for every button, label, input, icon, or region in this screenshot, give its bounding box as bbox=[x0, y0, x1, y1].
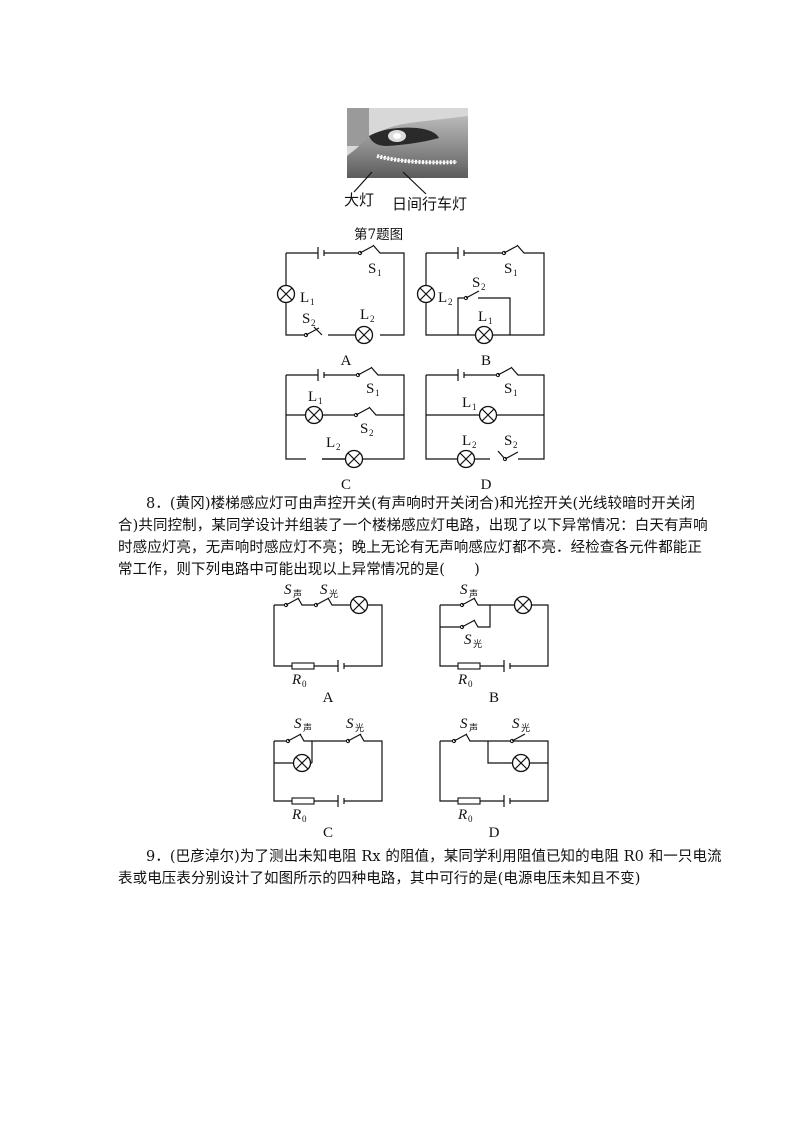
svg-text:R: R bbox=[457, 807, 467, 823]
svg-text:L: L bbox=[360, 307, 369, 323]
q8-line-2: 合)共同控制，某同学设计并组装了一个楼梯感应灯电路，出现了以下异常情况：白天有声… bbox=[118, 518, 708, 534]
svg-text:S: S bbox=[504, 261, 512, 277]
svg-text:S: S bbox=[294, 716, 302, 732]
svg-text:S: S bbox=[320, 582, 328, 598]
q8-label-c: C bbox=[323, 825, 333, 841]
svg-text:S: S bbox=[368, 261, 376, 277]
photo-pointer-lines bbox=[353, 171, 427, 195]
svg-text:R: R bbox=[457, 672, 467, 688]
svg-text:2: 2 bbox=[448, 297, 453, 307]
svg-text:S: S bbox=[346, 716, 354, 732]
q8-label-d: D bbox=[489, 825, 500, 841]
svg-text:L: L bbox=[462, 395, 471, 411]
svg-text:1: 1 bbox=[375, 388, 380, 398]
svg-text:0: 0 bbox=[302, 679, 307, 689]
svg-text:0: 0 bbox=[468, 814, 473, 824]
svg-text:S: S bbox=[460, 582, 468, 598]
svg-text:R: R bbox=[291, 672, 301, 688]
svg-text:S: S bbox=[284, 582, 292, 598]
svg-text:S: S bbox=[504, 381, 512, 397]
svg-text:1: 1 bbox=[513, 268, 518, 278]
svg-text:L: L bbox=[438, 290, 447, 306]
svg-text:S: S bbox=[302, 311, 310, 327]
q8-label-a: A bbox=[323, 690, 334, 706]
q8-line-3: 时感应灯亮，无声响时感应灯不亮；晚上无论有无声响感应灯都不亮．经检查各元件都能正 bbox=[118, 540, 702, 556]
svg-text:2: 2 bbox=[513, 440, 518, 450]
svg-text:2: 2 bbox=[311, 318, 316, 328]
q8-line-1: 8．(黄冈)楼梯感应灯可由声控开关(有声响时开关闭合)和光控开关(光线较暗时开关… bbox=[146, 496, 696, 512]
svg-text:S: S bbox=[504, 433, 512, 449]
svg-text:L: L bbox=[462, 433, 471, 449]
svg-text:1: 1 bbox=[310, 297, 315, 307]
svg-text:光: 光 bbox=[329, 588, 338, 599]
svg-text:1: 1 bbox=[318, 396, 323, 406]
svg-text:声: 声 bbox=[303, 722, 312, 733]
svg-text:1: 1 bbox=[472, 402, 477, 412]
question-8: 8．(黄冈)楼梯感应灯可由声控开关(有声响时开关闭合)和光控开关(光线较暗时开关… bbox=[118, 493, 708, 581]
q8-label-b: B bbox=[489, 690, 499, 706]
svg-text:1: 1 bbox=[513, 388, 518, 398]
svg-text:2: 2 bbox=[336, 442, 341, 452]
svg-text:S: S bbox=[360, 421, 368, 437]
svg-text:声: 声 bbox=[469, 722, 478, 733]
svg-text:S: S bbox=[472, 275, 480, 291]
q8-line-4: 常工作，则下列电路中可能出现以上异常情况的是( ) bbox=[118, 562, 480, 578]
q7-label-c: C bbox=[341, 477, 351, 493]
q7-label-d: D bbox=[481, 477, 492, 493]
svg-text:S: S bbox=[460, 716, 468, 732]
car-photo bbox=[347, 108, 468, 178]
svg-text:2: 2 bbox=[472, 440, 477, 450]
headlight-label: 大灯 bbox=[344, 191, 375, 209]
svg-text:声: 声 bbox=[469, 588, 478, 599]
svg-text:声: 声 bbox=[293, 588, 302, 599]
q9-line-1: 9．(巴彦淖尔)为了测出未知电阻 Rx 的阻值，某同学利用阻值已知的电阻 R0 … bbox=[146, 849, 722, 865]
svg-text:光: 光 bbox=[355, 722, 364, 733]
figure-caption: 第7题图 bbox=[354, 227, 404, 243]
svg-text:L: L bbox=[308, 389, 317, 405]
svg-text:S: S bbox=[366, 381, 374, 397]
svg-text:R: R bbox=[291, 807, 301, 823]
svg-text:L: L bbox=[326, 435, 335, 451]
svg-text:L: L bbox=[300, 290, 309, 306]
q9-line-2: 表或电压表分别设计了如图所示的四种电路，其中可行的是(电源电压未知且不变) bbox=[118, 871, 641, 887]
question-9: 9．(巴彦淖尔)为了测出未知电阻 Rx 的阻值，某同学利用阻值已知的电阻 R0 … bbox=[118, 846, 722, 890]
svg-text:2: 2 bbox=[370, 314, 375, 324]
svg-text:S: S bbox=[464, 632, 472, 648]
svg-text:光: 光 bbox=[521, 722, 530, 733]
svg-text:1: 1 bbox=[377, 268, 382, 278]
drl-label: 日间行车灯 bbox=[392, 195, 468, 213]
q7-label-a: A bbox=[341, 353, 352, 369]
svg-text:L: L bbox=[478, 309, 487, 325]
svg-text:2: 2 bbox=[481, 282, 486, 292]
svg-text:0: 0 bbox=[468, 679, 473, 689]
svg-text:光: 光 bbox=[473, 638, 482, 649]
svg-text:0: 0 bbox=[302, 814, 307, 824]
svg-text:2: 2 bbox=[369, 428, 374, 438]
svg-text:S: S bbox=[512, 716, 520, 732]
svg-text:1: 1 bbox=[488, 316, 493, 326]
q7-label-b: B bbox=[481, 353, 491, 369]
